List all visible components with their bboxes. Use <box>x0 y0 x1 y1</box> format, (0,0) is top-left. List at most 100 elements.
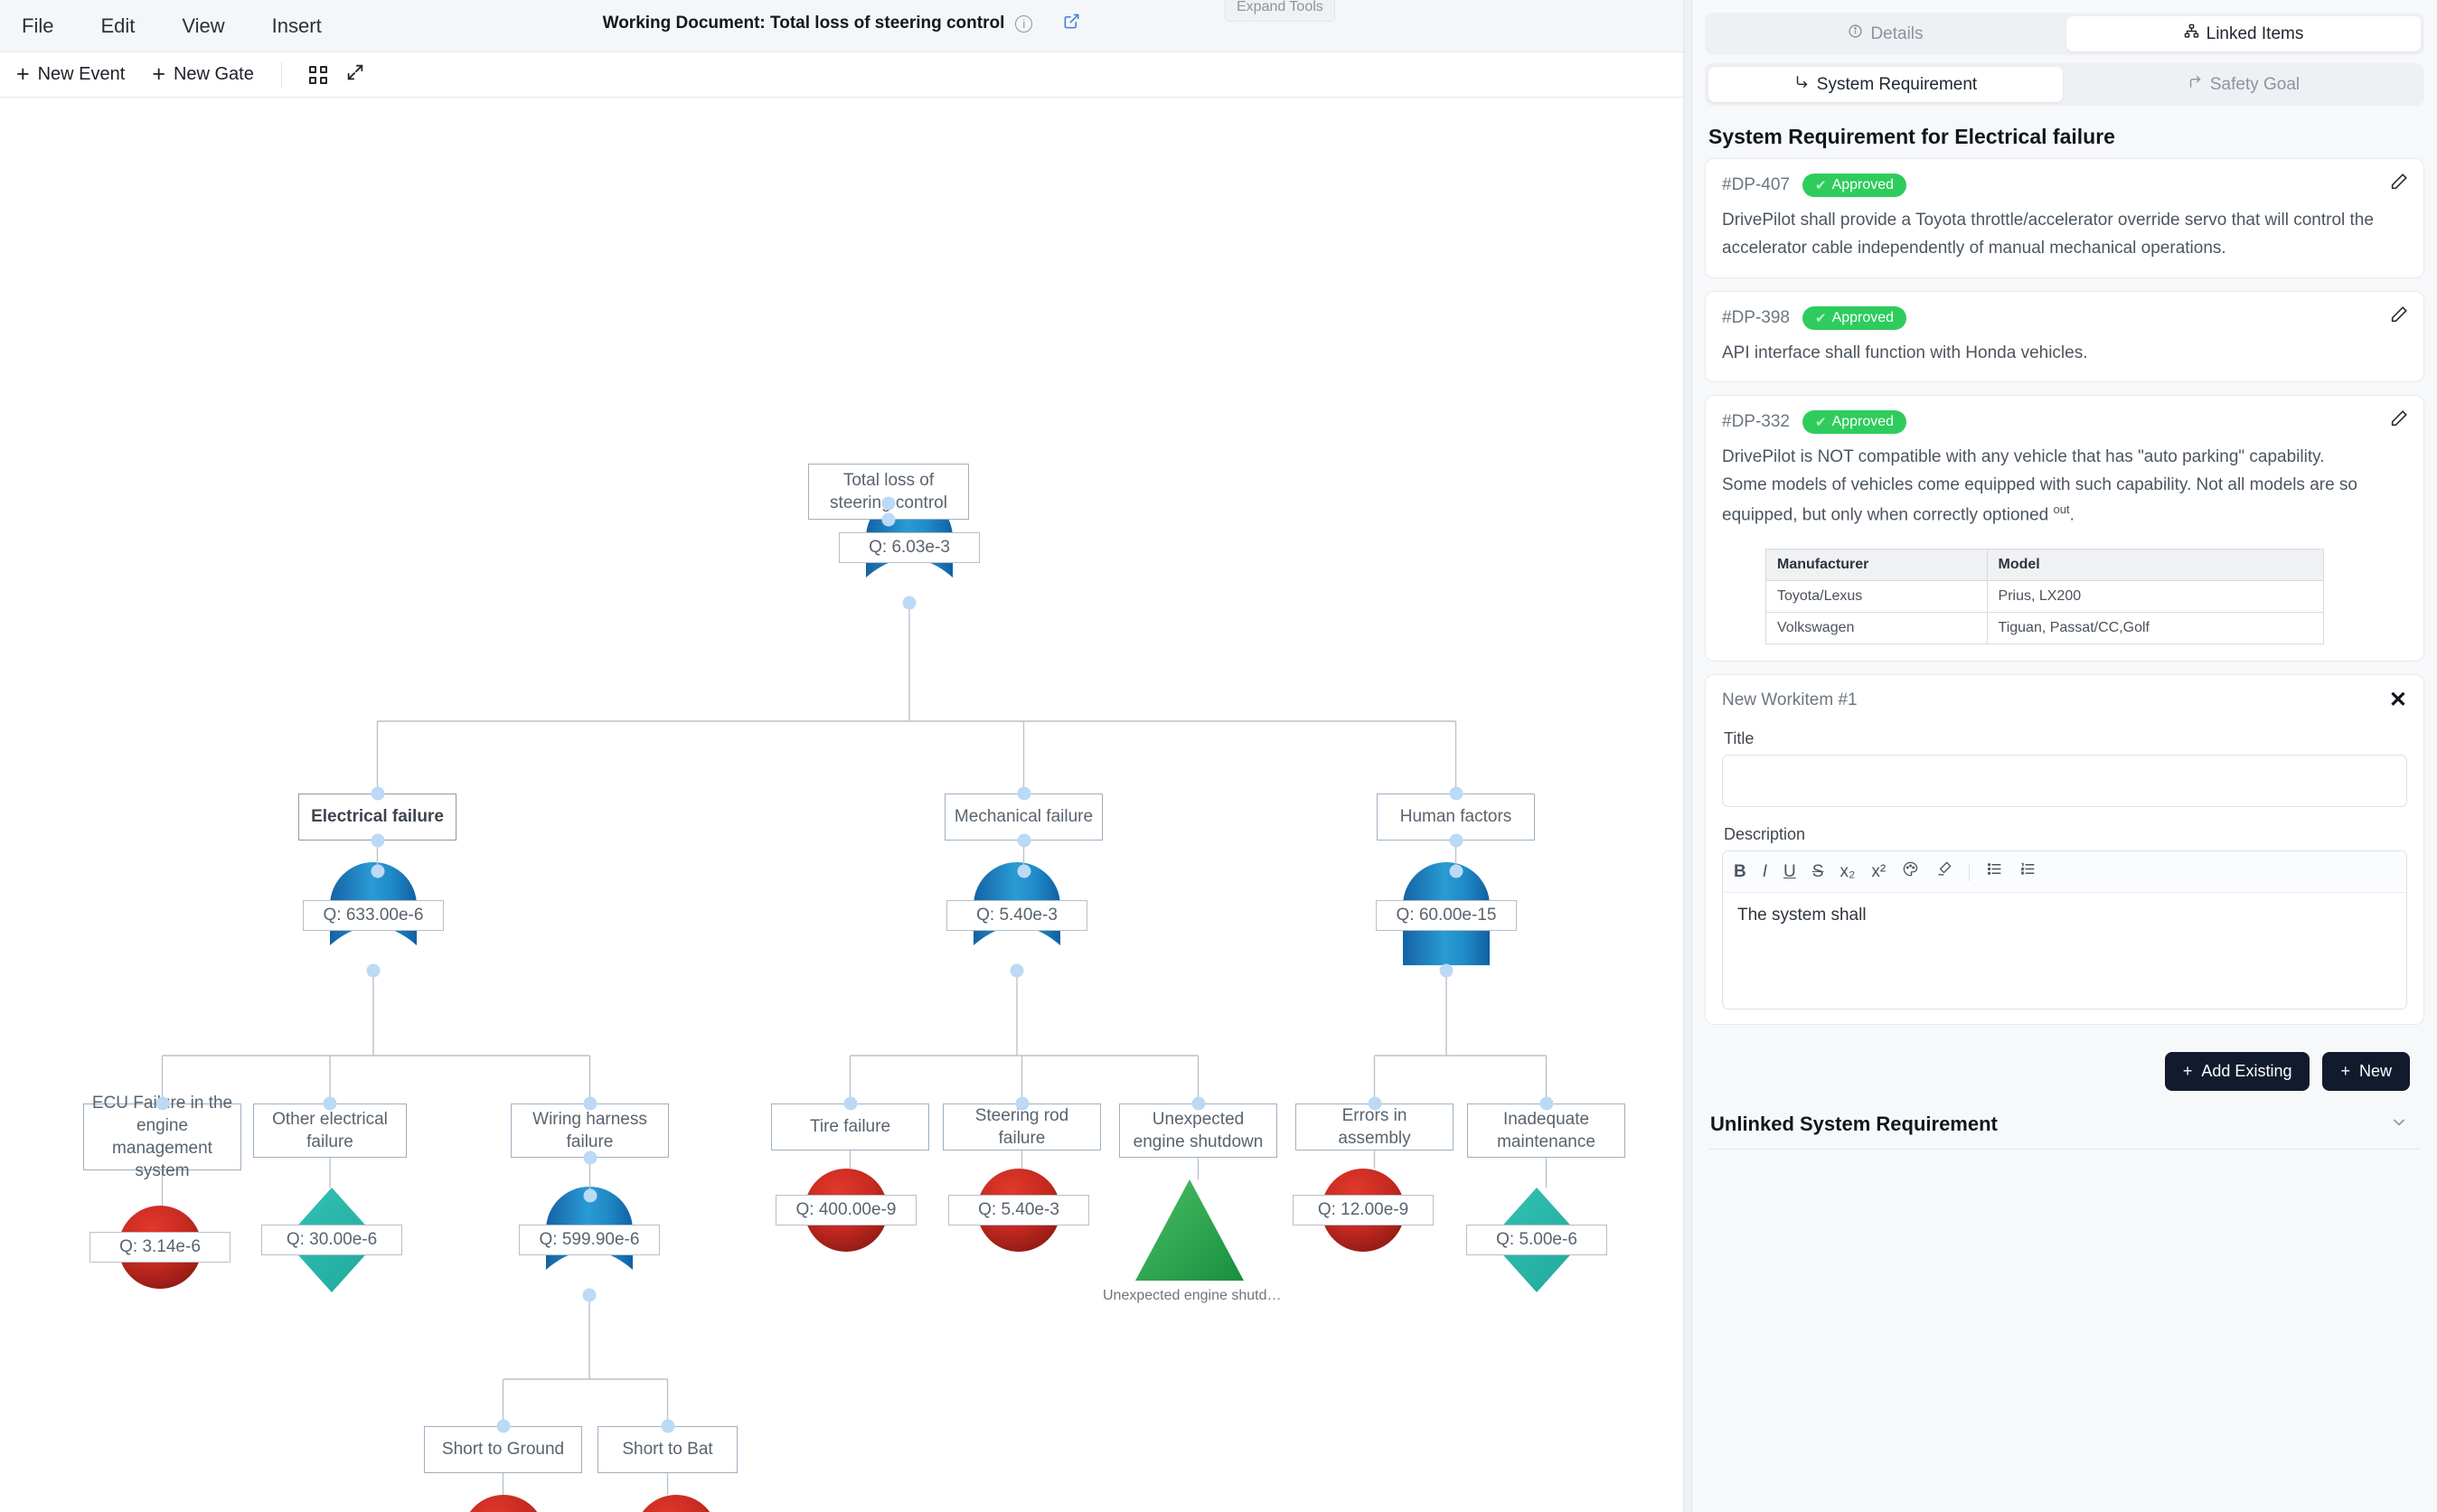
menu-edit[interactable]: Edit <box>100 14 136 37</box>
numbered-list-icon[interactable] <box>2019 860 2037 883</box>
palette-icon[interactable] <box>1902 860 1919 883</box>
connection-port[interactable] <box>1017 864 1030 878</box>
status-badge-label: Approved <box>1831 177 1895 193</box>
requirement-card[interactable]: #DP-332 ✔ Approved DrivePilot is NOT com… <box>1705 395 2424 662</box>
tree-node-ues[interactable]: Unexpected engine shutdown <box>1119 1103 1277 1158</box>
toolbar-divider <box>280 61 282 88</box>
subtab-system-requirement[interactable]: System Requirement <box>1708 67 2063 102</box>
tree-node-elec[interactable]: Electrical failure <box>298 794 456 841</box>
plus-icon: + <box>2182 1062 2193 1081</box>
subtab-safety-goal[interactable]: Safety Goal <box>2066 67 2421 102</box>
external-link-icon[interactable] <box>1063 13 1080 34</box>
bullet-list-icon[interactable] <box>1986 860 2003 883</box>
menu-file[interactable]: File <box>22 14 54 37</box>
basic-event-circle[interactable] <box>462 1495 545 1512</box>
tree-node-maint[interactable]: Inadequate maintenance <box>1467 1103 1625 1158</box>
connection-port[interactable] <box>1449 833 1463 848</box>
add-existing-button[interactable]: + Add Existing <box>2164 1052 2310 1092</box>
connection-port[interactable] <box>1539 1096 1553 1111</box>
connection-port[interactable] <box>371 864 384 878</box>
cell-manufacturer: Toyota/Lexus <box>1765 580 1988 614</box>
connection-port[interactable] <box>881 496 896 511</box>
connection-port[interactable] <box>843 1096 857 1111</box>
connection-port[interactable] <box>1439 963 1454 978</box>
connection-port[interactable] <box>1015 1096 1029 1111</box>
cell-model: Prius, LX200 <box>1986 580 2325 614</box>
edit-pencil-icon[interactable] <box>2389 409 2409 428</box>
title-input[interactable] <box>1722 755 2407 808</box>
new-button[interactable]: + New <box>2322 1052 2410 1092</box>
connection-port[interactable] <box>661 1419 674 1433</box>
requirement-card[interactable]: #DP-398 ✔ Approved API interface shall f… <box>1705 290 2424 383</box>
tree-node-errs[interactable]: Errors in assembly <box>1295 1103 1454 1150</box>
new-gate-button[interactable]: + New Gate <box>152 63 254 86</box>
tree-node-top[interactable]: Total loss of steering control <box>808 464 969 520</box>
connection-port[interactable] <box>582 1288 597 1302</box>
highlighter-icon[interactable] <box>1935 860 1952 883</box>
new-gate-label: New Gate <box>173 64 254 84</box>
connection-port[interactable] <box>1017 786 1030 801</box>
strikethrough-icon[interactable]: S <box>1811 861 1824 881</box>
connection-port[interactable] <box>371 833 384 848</box>
connection-port[interactable] <box>371 786 384 801</box>
editor-pane: File Edit View Insert Expand Tools Worki… <box>0 0 1683 1512</box>
tree-node-othel[interactable]: Other electrical failure <box>253 1103 407 1158</box>
connection-port[interactable] <box>902 596 917 610</box>
unlinked-section-header[interactable]: Unlinked System Requirement <box>1705 1100 2424 1149</box>
check-icon: ✔ <box>1815 178 1827 193</box>
connection-port[interactable] <box>155 1096 169 1111</box>
chevron-down-icon[interactable] <box>2390 1113 2408 1136</box>
tree-node-tire[interactable]: Tire failure <box>771 1103 929 1150</box>
connection-port[interactable] <box>323 1096 337 1111</box>
tree-node-srod[interactable]: Steering rod failure <box>943 1103 1101 1150</box>
tree-node-human[interactable]: Human factors <box>1377 794 1535 841</box>
grid-view-icon[interactable] <box>308 65 327 84</box>
fullscreen-expand-icon[interactable] <box>345 62 365 87</box>
connection-port[interactable] <box>1449 786 1463 801</box>
transfer-gate-triangle[interactable] <box>1135 1179 1244 1281</box>
tree-node-label: Other electrical failure <box>272 1109 388 1151</box>
connection-port[interactable] <box>1010 963 1024 978</box>
connection-port[interactable] <box>496 1419 510 1433</box>
basic-event-circle[interactable] <box>635 1495 718 1512</box>
superscript-icon[interactable]: x² <box>1871 861 1887 881</box>
italic-icon[interactable]: I <box>1762 861 1768 881</box>
tree-node-label: Short to Bat <box>622 1440 713 1460</box>
tab-details[interactable]: Details <box>1708 16 2063 52</box>
connection-port[interactable] <box>1191 1096 1205 1111</box>
close-icon[interactable]: ✕ <box>2388 688 2407 713</box>
description-textarea[interactable]: The system shall <box>1737 906 1867 925</box>
connection-port[interactable] <box>881 512 896 527</box>
connection-port[interactable] <box>583 1188 597 1203</box>
pane-divider[interactable] <box>1683 0 1692 1512</box>
connection-port[interactable] <box>1449 864 1463 878</box>
edit-pencil-icon[interactable] <box>2389 305 2409 324</box>
bold-icon[interactable]: B <box>1734 861 1746 881</box>
subscript-icon[interactable]: x₂ <box>1840 861 1856 881</box>
tree-node-wire[interactable]: Wiring harness failure <box>511 1103 669 1158</box>
event-probability-label: Q: 12.00e-9 <box>1293 1195 1434 1226</box>
tree-node-ecu[interactable]: ECU Failure in the engine management sys… <box>83 1094 241 1180</box>
menu-view[interactable]: View <box>182 14 225 37</box>
connection-port[interactable] <box>583 1150 597 1165</box>
requirement-card[interactable]: #DP-407 ✔ Approved DrivePilot shall prov… <box>1705 158 2424 278</box>
connection-port[interactable] <box>1017 833 1030 848</box>
description-editor[interactable]: B I U S x₂ x² <box>1722 850 2407 1010</box>
menu-insert[interactable]: Insert <box>271 14 322 37</box>
tree-node-label: Human factors <box>1399 807 1512 827</box>
event-probability-label: Q: 5.40e-3 <box>948 1195 1089 1226</box>
subtab-safety-goal-label: Safety Goal <box>2209 74 2301 94</box>
tree-node-mech[interactable]: Mechanical failure <box>945 794 1103 841</box>
connection-port[interactable] <box>1368 1096 1381 1111</box>
tree-node-sbat[interactable]: Short to Bat <box>597 1426 738 1473</box>
edit-pencil-icon[interactable] <box>2389 172 2409 192</box>
connection-port[interactable] <box>366 963 381 978</box>
tab-linked-items[interactable]: Linked Items <box>2066 16 2421 52</box>
editor-toolbar: B I U S x₂ x² <box>1723 851 2406 894</box>
info-icon[interactable]: i <box>1015 14 1033 33</box>
underline-icon[interactable]: U <box>1783 861 1796 881</box>
tree-node-sgnd[interactable]: Short to Ground <box>424 1426 582 1473</box>
connection-port[interactable] <box>583 1096 597 1111</box>
new-event-button[interactable]: + New Event <box>16 63 125 86</box>
